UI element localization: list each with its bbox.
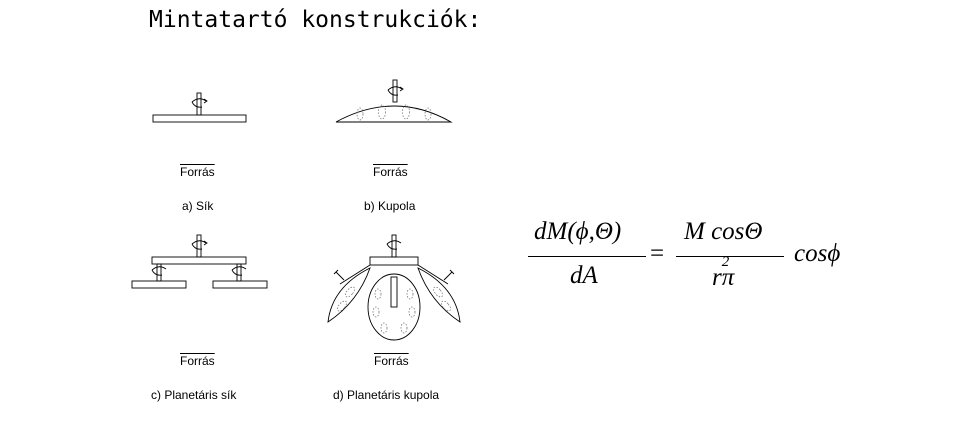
caption-planetary-dome: d) Planetáris kupola: [333, 388, 440, 402]
formula-pi: π: [721, 264, 735, 291]
planetary-flat-diagram: [131, 234, 268, 289]
dome-holder-diagram: [335, 79, 453, 123]
formula-lhs-fraction-bar: [528, 256, 646, 257]
formula-lhs-denominator: dA: [570, 262, 598, 289]
panel-planetary-dome: Forrás d) Planetáris kupola: [320, 232, 470, 407]
panel-flat: Forrás a) Sík: [140, 80, 260, 220]
formula-exponent: 2: [721, 254, 730, 270]
formula-rhs-numerator: M cosΘ: [684, 218, 763, 245]
source-label: Forrás: [180, 354, 215, 368]
panel-planetary-flat: Forrás c) Planetáris sík: [128, 232, 273, 407]
panel-dome: Forrás b) Kupola: [330, 79, 460, 220]
formula-lhs-numerator: dM(ϕ,Θ): [534, 218, 622, 245]
formula-r: r: [712, 264, 722, 291]
source-label: Forrás: [373, 165, 408, 179]
planetary-dome-diagram: [327, 234, 461, 341]
caption-flat: a) Sík: [182, 199, 214, 213]
formula-equals: =: [650, 240, 665, 267]
flat-holder-diagram: [152, 92, 247, 123]
caption-dome: b) Kupola: [364, 199, 416, 213]
caption-planetary-flat: c) Planetáris sík: [151, 388, 237, 402]
source-label: Forrás: [374, 354, 409, 368]
formula-tail: cosϕ: [794, 240, 841, 267]
page-title: Mintatartó konstrukciók:: [149, 7, 482, 33]
source-label: Forrás: [180, 165, 215, 179]
formula-rhs-fraction-bar: [676, 256, 784, 257]
